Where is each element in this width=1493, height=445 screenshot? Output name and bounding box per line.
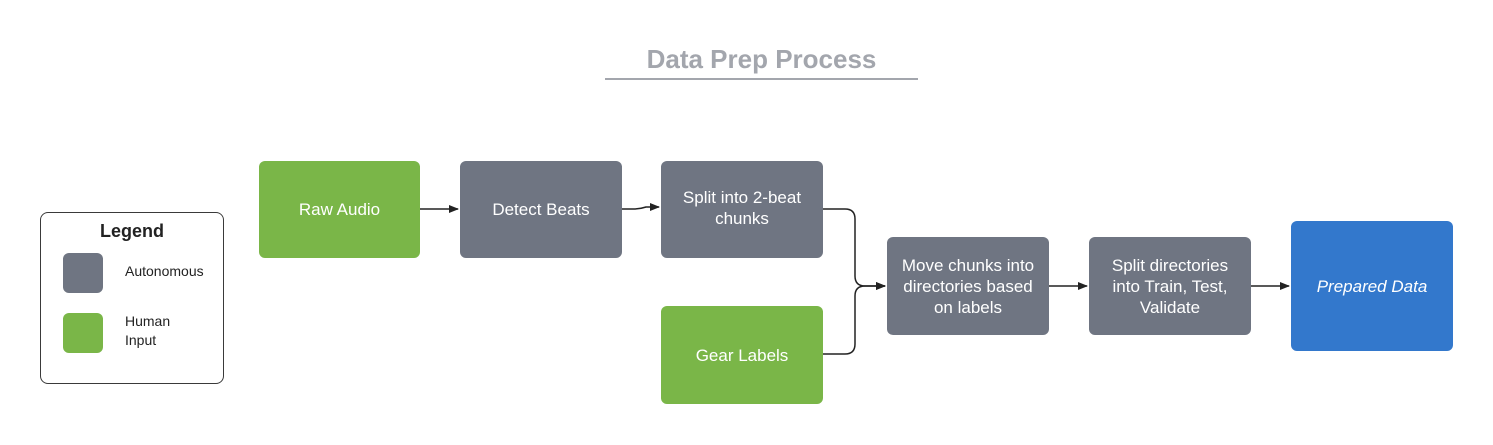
edge-split-chunks-to-move-chunks [823,208,886,290]
legend-title: Legend [99,221,164,241]
legend-swatch-human-input [63,313,103,353]
legend-box: Legend Autonomous Human Input [40,212,224,384]
node-detect-beats: Detect Beats [460,161,622,258]
node-raw-audio: Raw Audio [259,161,420,258]
diagram-title: Data Prep Process [646,44,877,74]
legend-swatch-autonomous [63,253,103,293]
edge-detect-beats-to-split-chunks [622,203,660,211]
legend-label-human-input: Human Input [125,313,171,348]
title-underline [605,78,918,80]
legend-label-autonomous: Autonomous [125,263,204,279]
node-split-directories: Split directories into Train, Test, Vali… [1089,237,1251,335]
node-prepared-data: Prepared Data [1291,221,1453,351]
node-gear-labels: Gear Labels [661,306,823,404]
node-move-chunks: Move chunks into directories based on la… [887,237,1049,335]
node-split-chunks: Split into 2-beat chunks [661,161,823,258]
edge-gear-labels-to-move-chunks [823,282,886,355]
